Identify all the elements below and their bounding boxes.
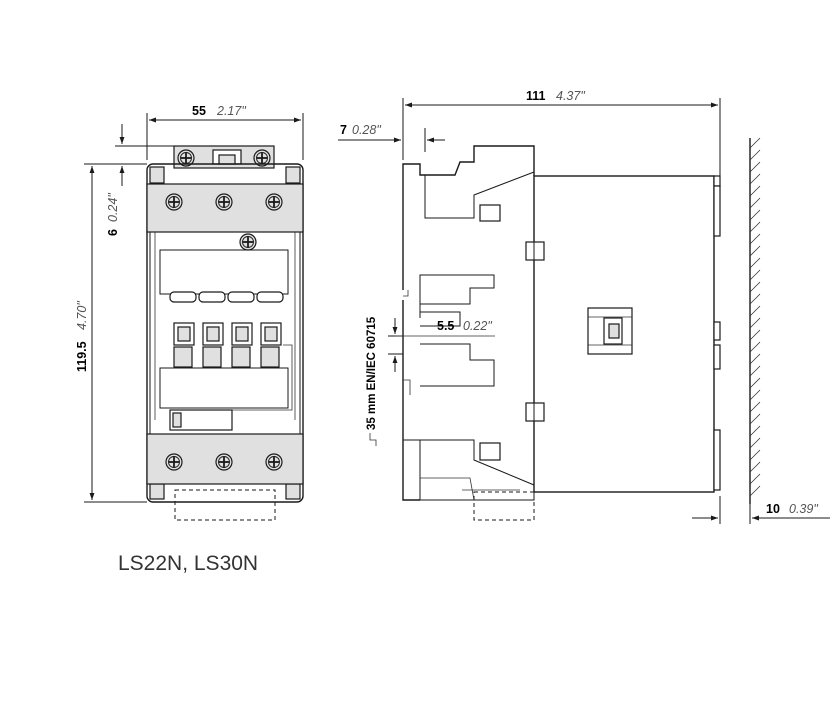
- width-dim-inch: 2.17": [216, 104, 246, 118]
- wall-clearance-dim-inch: 0.39": [789, 502, 818, 516]
- model-caption: LS22N, LS30N: [118, 552, 258, 575]
- side-dimensions: 111 4.37" 7 0.28" 5.5 0.22" 35 mm EN/IEC…: [338, 89, 830, 524]
- depth-dim-inch: 4.37": [556, 89, 585, 103]
- top-offset-dim-inch: 0.24": [106, 193, 120, 222]
- front-view: [146, 145, 304, 521]
- width-dim-mm: 55: [192, 104, 206, 118]
- rail-offset-dim-mm: 5.5: [437, 319, 454, 333]
- height-dim-inch: 4.70": [75, 301, 89, 330]
- height-dim-mm: 119.5: [75, 341, 89, 372]
- top-offset-dim-mm: 6: [106, 229, 120, 236]
- front-offset-dim-inch: 0.28": [352, 123, 381, 137]
- rail-offset-dim-inch: 0.22": [463, 319, 492, 333]
- front-offset-dim-mm: 7: [340, 123, 347, 137]
- wall-clearance-dim-mm: 10: [766, 502, 780, 516]
- rail-label: 35 mm EN/IEC 60715: [366, 316, 378, 430]
- front-dimensions: 55 2.17" 119.5 4.70" 6 0.24": [75, 104, 304, 503]
- depth-dim-mm: 111: [526, 89, 546, 103]
- side-view: [402, 137, 761, 521]
